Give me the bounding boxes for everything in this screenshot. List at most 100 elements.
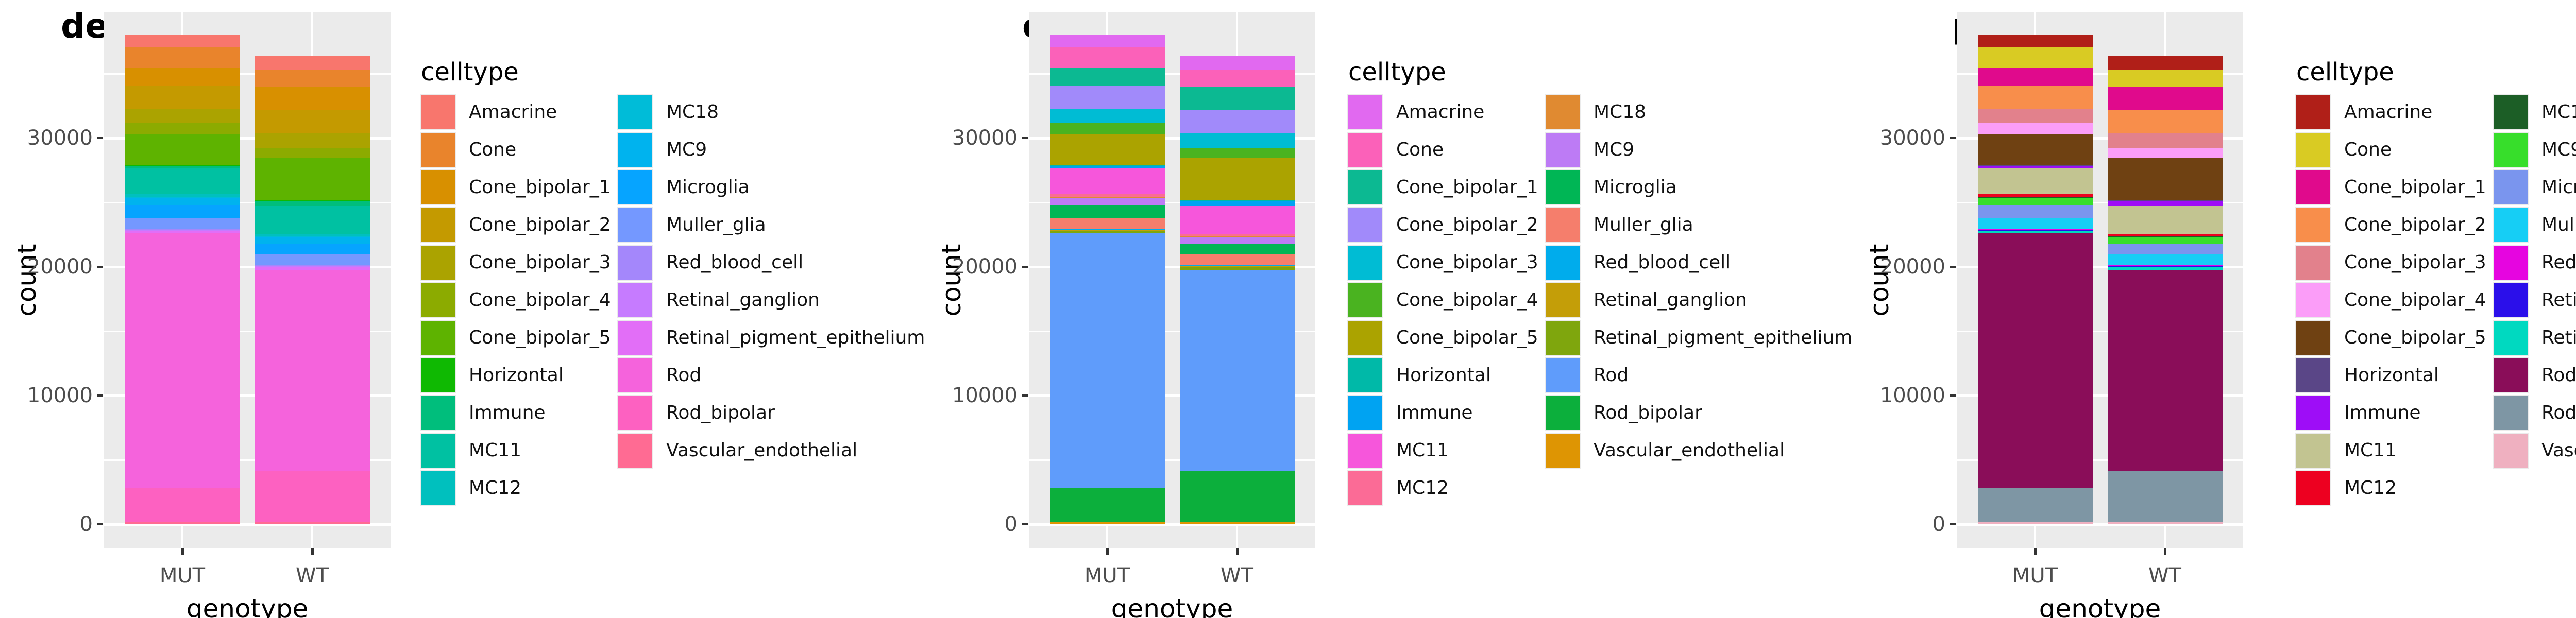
bar-segment-retinal_pigment_epithelium xyxy=(125,230,240,233)
legend-item-amacrine: Amacrine xyxy=(420,94,612,130)
legend-swatch-mc11 xyxy=(2295,433,2331,469)
bar-segment-retinal_pigment_epithelium xyxy=(255,267,370,270)
legend-item-cone: Cone xyxy=(420,132,612,168)
bar-segment-mc12 xyxy=(2107,233,2223,236)
legend-item-label: Red_blood_cell xyxy=(2541,252,2576,273)
bar-segment-microglia xyxy=(1977,205,2093,218)
legend-item-label: Cone_bipolar_3 xyxy=(1396,252,1538,273)
bar-segment-cone_bipolar_2 xyxy=(1977,85,2093,109)
legend-item-label: MC11 xyxy=(1396,440,1449,461)
gridline-major-y xyxy=(104,394,391,397)
legend-item-cone_bipolar_1: Cone_bipolar_1 xyxy=(1347,169,1539,205)
y-tick-mark xyxy=(97,394,103,397)
y-tick-mark xyxy=(1950,394,1956,397)
legend-item-red_blood_cell: Red_blood_cell xyxy=(1545,245,1737,281)
gridline-minor-y xyxy=(1029,202,1315,203)
legend-item-cone_bipolar_2: Cone_bipolar_2 xyxy=(1347,207,1539,243)
legend-item-label: Rod xyxy=(2541,365,2576,386)
legend-item-mc18: MC18 xyxy=(1545,94,1737,130)
bar-segment-amacrine xyxy=(125,34,240,47)
legend-item-mc18: MC18 xyxy=(617,94,809,130)
legend-swatch-immune xyxy=(2295,395,2331,431)
legend-item-label: Cone_bipolar_3 xyxy=(2344,252,2486,273)
legend-item-mc9: MC9 xyxy=(1545,132,1737,168)
bar-segment-mc18 xyxy=(255,236,370,238)
legend-item-label: Amacrine xyxy=(1396,101,1485,123)
legend-item-amacrine: Amacrine xyxy=(1347,94,1539,130)
legend-item-label: Rod_bipolar xyxy=(666,402,775,423)
x-tick-label: MUT xyxy=(2012,564,2058,588)
legend-swatch-mc12 xyxy=(420,470,456,506)
x-tick-mark xyxy=(2034,548,2037,555)
legend-swatch-cone_bipolar_2 xyxy=(1347,207,1383,243)
bar-segment-cone_bipolar_3 xyxy=(1977,109,2093,124)
legend-item-cone_bipolar_5: Cone_bipolar_5 xyxy=(420,320,612,356)
y-tick-mark xyxy=(1022,523,1028,525)
bar-segment-mc11 xyxy=(255,205,370,234)
bar-segment-rod xyxy=(125,232,240,488)
bar-segment-immune xyxy=(1049,166,1165,168)
legend-item-label: Immune xyxy=(2344,402,2421,423)
bar-segment-retinal_ganglion xyxy=(1049,229,1165,231)
legend-item-label: Amacrine xyxy=(469,101,557,123)
bar-segment-amacrine xyxy=(1179,56,1295,70)
bar-segment-mc11 xyxy=(1977,168,2093,194)
legend-item-horizontal: Horizontal xyxy=(420,357,612,393)
y-tick-label: 30000 xyxy=(1879,126,1945,150)
legend-item-microglia: Microglia xyxy=(2493,169,2576,205)
legend-swatch-cone_bipolar_3 xyxy=(2295,245,2331,281)
legend-swatch-retinal_pigment_epithelium xyxy=(2493,320,2529,356)
bar-segment-mc12 xyxy=(1977,194,2093,197)
legend-item-label: Microglia xyxy=(2541,177,2576,198)
bar-segment-microglia xyxy=(1049,205,1165,218)
legend-swatch-rod_bipolar xyxy=(2493,395,2529,431)
bar-segment-retinal_pigment_epithelium xyxy=(1977,230,2093,233)
legend-item-label: Retinal_pigment_epithelium xyxy=(2541,327,2576,348)
legend-item-cone_bipolar_4: Cone_bipolar_4 xyxy=(420,282,612,318)
bar-segment-retinal_pigment_epithelium xyxy=(2107,267,2223,270)
legend-swatch-horizontal xyxy=(1347,357,1383,393)
legend-item-label: Red_blood_cell xyxy=(666,252,804,273)
legend-item-mc9: MC9 xyxy=(617,132,809,168)
bar-segment-cone_bipolar_2 xyxy=(2107,110,2223,133)
gridline-minor-y xyxy=(104,459,391,461)
bar-segment-mc12 xyxy=(1179,233,1295,236)
legend-swatch-retinal_pigment_epithelium xyxy=(617,320,653,356)
legend-item-label: Retinal_ganglion xyxy=(666,289,820,311)
bar-segment-cone_bipolar_3 xyxy=(2107,133,2223,149)
legend-swatch-mc18 xyxy=(617,94,653,130)
bar-segment-cone_bipolar_2 xyxy=(255,110,370,133)
legend-item-red_blood_cell: Red_blood_cell xyxy=(2493,245,2576,281)
legend-item-mc11: MC11 xyxy=(420,433,612,469)
legend-swatch-amacrine xyxy=(1347,94,1383,130)
bar-segment-mc9 xyxy=(1049,197,1165,205)
bar-segment-horizontal xyxy=(255,200,370,201)
y-tick-label: 10000 xyxy=(952,384,1018,407)
legend-item-label: MC11 xyxy=(469,440,522,461)
bar-segment-microglia xyxy=(1179,244,1295,254)
legend-swatch-horizontal xyxy=(420,357,456,393)
legend-item-label: MC9 xyxy=(1594,139,1635,160)
bar-segment-vascular_endothelial xyxy=(125,522,240,524)
panel-area xyxy=(1029,12,1315,548)
legend-swatch-cone_bipolar_2 xyxy=(420,207,456,243)
y-tick-mark xyxy=(97,266,103,268)
legend-swatch-rod xyxy=(2493,357,2529,393)
gridline-major-y xyxy=(1957,137,2243,140)
x-tick-label: MUT xyxy=(1084,564,1130,588)
gridline-minor-y xyxy=(104,202,391,203)
stacked-bar-mut xyxy=(1049,34,1165,524)
legend-title: celltype xyxy=(2296,58,2394,87)
legend-item-label: Rod_bipolar xyxy=(1594,402,1702,423)
y-tick-mark xyxy=(1950,137,1956,139)
legend-item-red_blood_cell: Red_blood_cell xyxy=(617,245,809,281)
legend-item-label: Cone_bipolar_5 xyxy=(2344,327,2486,348)
gridline-major-y xyxy=(1029,137,1315,140)
bar-segment-cone_bipolar_5 xyxy=(1179,157,1295,200)
legend-item-retinal_ganglion: Retinal_ganglion xyxy=(617,282,820,318)
bar-segment-rod_bipolar xyxy=(255,471,370,523)
bar-segment-cone xyxy=(1977,47,2093,68)
legend-swatch-microglia xyxy=(1545,169,1581,205)
x-axis-title: genotype xyxy=(186,594,309,618)
